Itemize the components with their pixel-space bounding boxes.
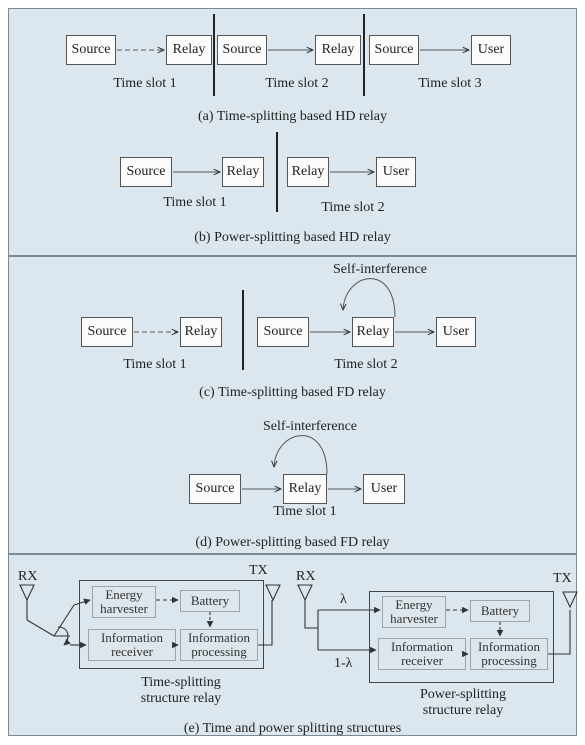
b-divider [276,132,278,212]
d-self-interference-label: Self-interference [262,419,358,434]
c-divider [242,290,244,370]
caption-e: (e) Time and power splitting structures [183,721,402,736]
d-slot-label: Time slot 1 [273,504,337,519]
caption-a: (a) Time-splitting based HD relay [198,109,387,124]
d-relay-box: Relay [283,474,327,504]
b-slot1-source-box: Source [120,157,172,187]
d-self-interference-arc [274,435,328,475]
a-slot3-source-box: Source [369,35,419,65]
c-slot2-user-box: User [436,317,476,347]
a-slot1-label: Time slot 1 [113,76,177,91]
d-source-box: Source [189,474,241,504]
e-right-battery: Battery [470,600,530,622]
e-left-information-processing: Information processing [180,629,258,661]
caption-d: (d) Power-splitting based FD relay [195,535,390,550]
a-slot1-relay-box: Relay [166,35,212,65]
b-slot1-relay-box: Relay [222,157,264,187]
a-divider-1 [213,14,215,96]
e-left-tx-label: TX [249,563,268,578]
a-slot1-source-box: Source [66,35,116,65]
a-slot2-label: Time slot 2 [265,76,329,91]
c-slot2-source-box: Source [257,317,309,347]
e-right-lambda-label: λ [340,592,347,607]
caption-c: (c) Time-splitting based FD relay [199,385,386,400]
e-right-structure-label: Power-splitting structure relay [419,687,507,718]
e-left-tx-antenna-icon [265,584,281,602]
e-left-rx-label: RX [18,569,38,584]
c-self-interference-arc [343,278,396,318]
e-left-energy-harvester: Energy harvester [92,586,156,618]
a-slot3-user-box: User [471,35,511,65]
e-right-rx-antenna-icon [297,584,313,602]
c-slot1-relay-box: Relay [180,317,222,347]
e-right-energy-harvester: Energy harvester [382,596,446,628]
b-slot2-label: Time slot 2 [321,200,385,215]
c-slot1-source-box: Source [81,317,133,347]
e-right-information-processing: Information processing [470,638,548,670]
panel-fd-relay [8,256,577,554]
e-right-tx-antenna-icon [562,591,578,609]
d-user-box: User [363,474,405,504]
a-slot2-relay-box: Relay [315,35,361,65]
a-divider-2 [363,14,365,96]
caption-b: (b) Power-splitting based HD relay [194,230,391,245]
e-right-rx-label: RX [296,569,316,584]
c-slot2-relay-box: Relay [352,317,394,347]
c-slot2-label: Time slot 2 [334,357,398,372]
e-left-battery: Battery [180,590,240,612]
e-left-rx-antenna-icon [19,584,35,602]
e-right-one-minus-lambda-label: 1-λ [334,656,353,671]
a-slot2-source-box: Source [217,35,267,65]
a-slot3-label: Time slot 3 [418,76,482,91]
c-self-interference-label: Self-interference [332,262,428,277]
e-right-information-receiver: Information receiver [378,638,466,670]
c-slot1-label: Time slot 1 [123,357,187,372]
e-left-structure-label: Time-splitting structure relay [140,675,222,706]
b-slot1-label: Time slot 1 [163,195,227,210]
b-slot2-user-box: User [376,157,416,187]
b-slot2-relay-box: Relay [287,157,329,187]
e-right-tx-label: TX [553,571,572,586]
